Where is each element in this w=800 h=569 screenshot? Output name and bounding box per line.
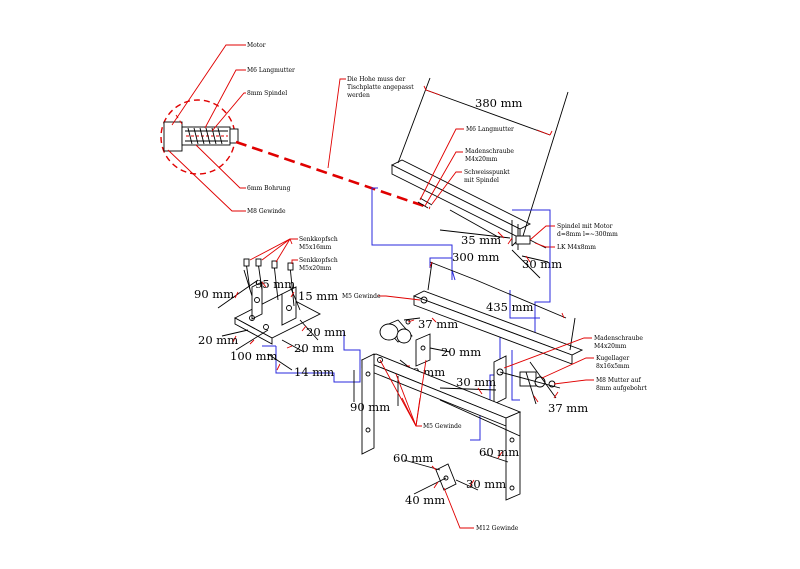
dim-100-label: 100 mm: [230, 349, 278, 363]
label-lk: LK M4x8mm: [557, 244, 596, 251]
dim-37b-label: 37 mm: [548, 401, 588, 415]
dim-15-label: 15 mm: [298, 289, 338, 303]
label-senkkopf-b2: M5x20mm: [299, 265, 332, 272]
dim-30b-label: 30 mm: [456, 375, 496, 389]
label-senkkopf-a1: Senkkopfsch: [299, 236, 338, 243]
dim-20c-label: 20 mm: [294, 341, 334, 355]
middle-rail: [412, 261, 584, 365]
label-madenschraube-1: Madenschraube: [465, 148, 514, 155]
label-madenschraube-r1: Madenschraube: [594, 335, 643, 342]
label-madenschraube-r2: M4x20mm: [594, 343, 627, 350]
dim-20a-label: 20 mm: [198, 333, 238, 347]
dim-20b-label: 20 mm: [306, 325, 346, 339]
label-kugellager-1: Kugellager: [596, 355, 629, 362]
label-m6-langmutter: M6 Langmutter: [247, 67, 295, 74]
lower-frame: [353, 353, 522, 501]
dim-380-label: 380 mm: [475, 96, 523, 110]
left-bracket: [234, 258, 321, 345]
label-schweisspunkt-2: mit Spindel: [464, 177, 499, 184]
label-spindel-motor-2: d=8mm l=~300mm: [557, 231, 618, 238]
dim-40b-label: 40 mm: [405, 493, 445, 507]
label-spindel-motor-1: Spindel mit Motor: [557, 223, 613, 230]
dim-90b-label: 90 mm: [350, 400, 390, 414]
dim-380: [423, 85, 553, 136]
top-beam: [390, 77, 569, 250]
dim-14-label: 14 mm: [294, 365, 334, 379]
dim-37a-label: 37 mm: [418, 317, 458, 331]
label-hoehe-2: Tischplatte angepasst: [347, 84, 414, 91]
dim-435-label: 435 mm: [486, 300, 534, 314]
dim-20d-label: 20 mm: [441, 345, 481, 359]
label-m5-gewinde-a: M5 Gewinde: [342, 293, 381, 300]
label-motor: Motor: [247, 42, 266, 49]
motor-body: [163, 121, 183, 152]
dim-30c-label: 30 mm: [466, 477, 506, 491]
label-senkkopf-a2: M5x16mm: [299, 244, 332, 251]
dim-60b-label: 60 mm: [479, 445, 519, 459]
motor-cylinder: [379, 317, 421, 344]
label-m8-gewinde: M8 Gewinde: [247, 208, 286, 215]
label-madenschraube-2: M4x20mm: [465, 156, 498, 163]
detail-reference-line: [235, 140, 431, 210]
label-m12-gewinde: M12 Gewinde: [476, 525, 519, 532]
dim-90a-label: 90 mm: [194, 287, 234, 301]
label-hoehe-3: werden: [347, 92, 370, 99]
small-plate: [415, 333, 451, 367]
dim-60a-label: 60 mm: [393, 451, 433, 465]
label-m6-langmutter-2: M6 Langmutter: [466, 126, 514, 133]
dim-35-label: 35 mm: [461, 233, 501, 247]
label-schweisspunkt-1: Schweisspunkt: [464, 169, 510, 176]
motor-detail: [160, 99, 239, 175]
label-kugellager-2: 8x16x5mm: [596, 363, 630, 370]
right-bearing-assembly: [493, 355, 561, 405]
label-m8-mutter-2: 8mm aufgebohrt: [596, 385, 647, 392]
label-8mm-spindel: 8mm Spindel: [247, 90, 287, 97]
label-hoehe-1: Die Hohe muss der: [347, 76, 405, 83]
dim-300-label: 300 mm: [452, 250, 500, 264]
screw-leaders: [249, 238, 298, 264]
label-m5-gewinde-b: M5 Gewinde: [423, 423, 462, 430]
motor-detail-leaders: [167, 44, 246, 212]
label-m8-mutter-1: M8 Mutter auf: [596, 377, 641, 384]
dim-95-label: 95 mm: [255, 277, 295, 291]
m5-gewinde-leaders: [379, 359, 427, 427]
wiring: [262, 187, 551, 441]
label-6mm-bohrung: 6mm Bohrung: [247, 185, 291, 192]
label-senkkopf-b1: Senkkopfsch: [299, 257, 338, 264]
dim-30a-label: 30 mm: [522, 257, 562, 271]
